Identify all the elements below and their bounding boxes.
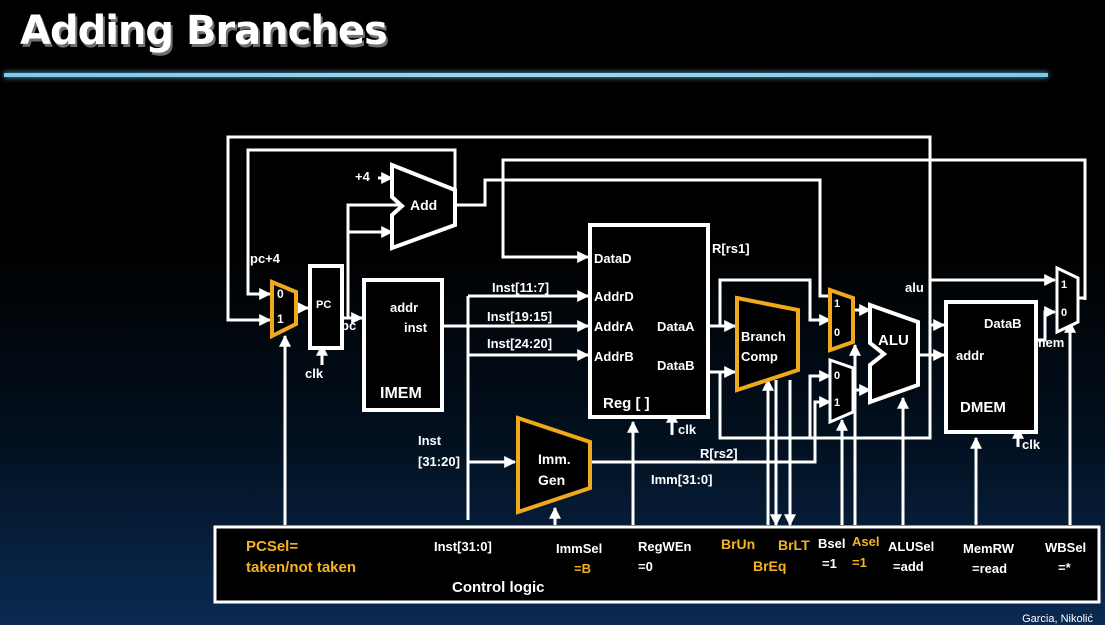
dmem-label: DMEM (960, 399, 1006, 416)
imem-label: IMEM (380, 385, 422, 402)
pcmux-0: 0 (277, 287, 284, 301)
clk-pc-label: clk (305, 366, 324, 381)
pcsel-label-a: PCSel= (246, 538, 298, 555)
wires (226, 135, 1087, 527)
alu-label: ALU (878, 332, 909, 349)
wire-dmem-to-wbmux (1035, 306, 1057, 342)
plus4-label: +4 (355, 169, 371, 184)
bsel-mux-1: 1 (834, 397, 840, 409)
control-signals: PCSel= taken/not taken Inst[31:0] ImmSel… (246, 534, 1086, 596)
branch-comp-label-b: Comp (741, 349, 778, 364)
pcsel-label-b: taken/not taken (246, 559, 356, 576)
asel-mux-1: 1 (834, 298, 840, 310)
pc4-label: pc+4 (250, 251, 281, 266)
wire-pc4-to-pcmux (246, 148, 457, 300)
addrb-label: AddrB (594, 349, 634, 364)
datad-label: DataD (594, 251, 632, 266)
wire-imm (592, 396, 832, 464)
add-label: Add (410, 197, 437, 213)
asel-mux (828, 287, 855, 353)
immsel-label-a: ImmSel (556, 541, 602, 556)
inst-31-20-label-b: [31:20] (418, 454, 460, 469)
inst-24-20-label: Inst[24:20] (487, 336, 552, 351)
wire-alu-to-wbmux (928, 274, 1057, 355)
dmem-addr-label: addr (956, 348, 984, 363)
breq-label: BrEq (753, 558, 786, 574)
slide-title: Adding Branches (20, 8, 388, 54)
footer-credit: Garcia, Nikolić (1022, 613, 1093, 625)
imm-gen (516, 415, 592, 515)
imem-inst-label: inst (404, 320, 428, 335)
brlt-label: BrLT (778, 537, 810, 553)
imem-block (362, 278, 444, 412)
imm-31-0-label: Imm[31:0] (651, 472, 712, 487)
dmem-block (944, 300, 1038, 434)
immsel-label-b: =B (574, 561, 591, 576)
bsel-mux (828, 357, 855, 425)
wire-pc-to-alu-asel (346, 178, 830, 298)
alusel-label-b: =add (893, 559, 924, 574)
pc-out-label: pc (341, 318, 356, 333)
memrw-label-a: MemRW (963, 541, 1015, 556)
pc-mux (270, 279, 298, 340)
inst-19-15-label: Inst[19:15] (487, 309, 552, 324)
dataa-label: DataA (657, 319, 695, 334)
bsel-label-b: =1 (822, 556, 837, 571)
dmem-datab-label: DataB (984, 316, 1022, 331)
imem-addr-label: addr (390, 300, 418, 315)
asel-mux-0: 0 (834, 327, 840, 339)
imm-gen-label-a: Imm. (538, 451, 571, 467)
wire-wb-to-datad (501, 158, 1087, 300)
wbsel-label-b: =* (1058, 560, 1072, 575)
title-divider (4, 73, 1048, 77)
wbsel-label-a: WBSel (1045, 540, 1086, 555)
alu-out-label: alu (905, 280, 924, 295)
register-file (588, 223, 710, 419)
pc-label: PC (316, 299, 331, 311)
pc-adder (390, 162, 457, 251)
alusel-label-a: ALUSel (888, 539, 934, 554)
pcmux-1: 1 (277, 312, 284, 326)
pc-register (308, 264, 344, 350)
wbmux-0: 0 (1061, 307, 1067, 319)
bsel-mux-0: 0 (834, 370, 840, 382)
inst-31-0-label: Inst[31:0] (434, 539, 492, 554)
control-logic-box (213, 525, 1101, 604)
regwen-label-b: =0 (638, 559, 653, 574)
branch-comp (735, 295, 800, 393)
brun-label: BrUn (721, 536, 755, 552)
wire-datab-dmem (810, 319, 946, 440)
reg-label: Reg [ ] (603, 395, 650, 412)
wire-inst-bus (442, 324, 470, 520)
inst-11-7-label: Inst[11:7] (492, 280, 549, 295)
alu (868, 302, 920, 405)
mem-label: mem (1034, 335, 1064, 350)
rrs2-label: R[rs2] (700, 446, 738, 461)
addrd-label: AddrD (594, 289, 634, 304)
asel-label-a: Asel (852, 534, 879, 549)
wire-dataa (708, 278, 832, 328)
rrs1-label: R[rs1] (712, 241, 750, 256)
clk-dmem-label: clk (1022, 437, 1041, 452)
clk-reg-label: clk (678, 422, 697, 437)
inst-31-20-label-a: Inst (418, 433, 442, 448)
branch-comp-label-a: Branch (741, 329, 786, 344)
wbmux-1: 1 (1061, 279, 1067, 291)
wire-alu-to-pcmux (226, 135, 932, 326)
bsel-label-a: Bsel (818, 536, 845, 551)
wire-datab (708, 370, 832, 440)
memrw-label-b: =read (972, 561, 1007, 576)
asel-label-b: =1 (852, 555, 867, 570)
imm-gen-label-b: Gen (538, 472, 565, 488)
wb-mux (1055, 265, 1080, 335)
addra-label: AddrA (594, 319, 634, 334)
datab-label: DataB (657, 358, 695, 373)
regwen-label-a: RegWEn (638, 539, 692, 554)
control-logic-title: Control logic (452, 579, 545, 596)
